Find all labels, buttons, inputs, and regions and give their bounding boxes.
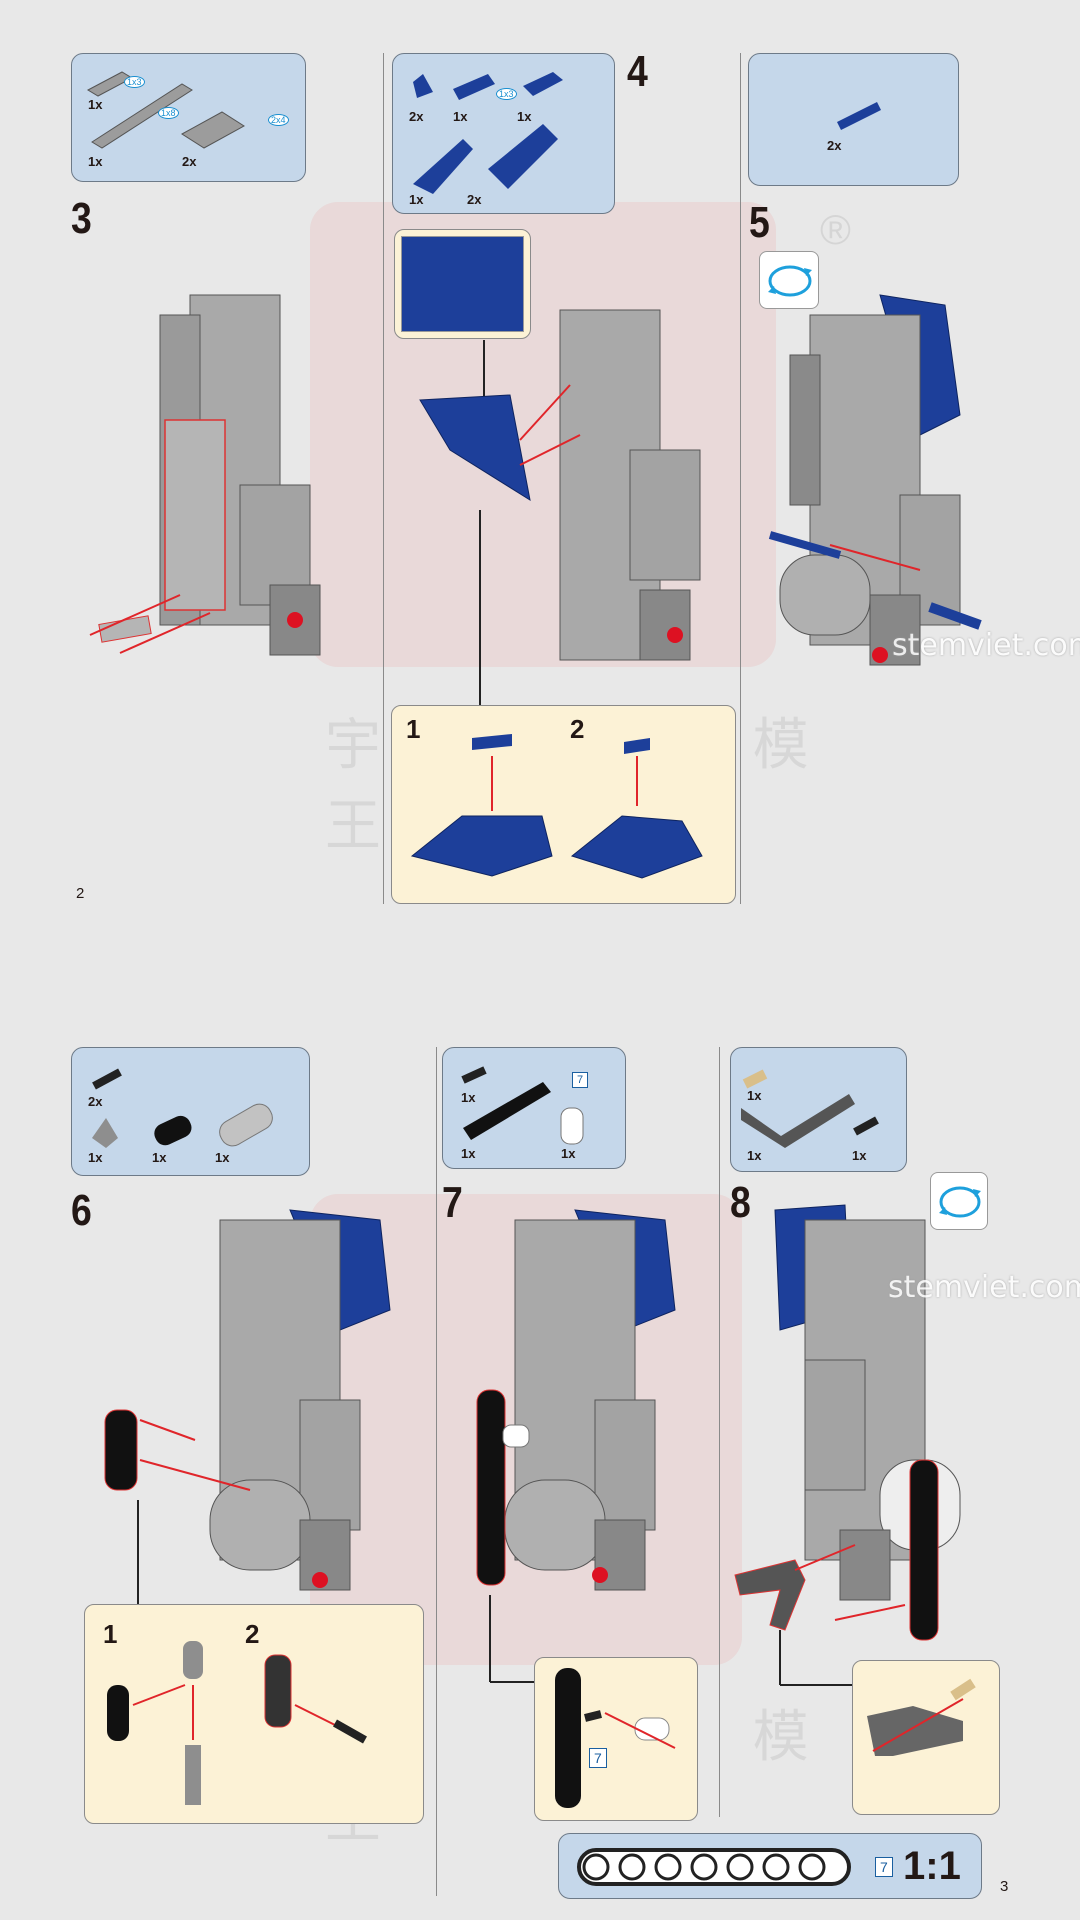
site-watermark: stemviet.com — [888, 1270, 1080, 1305]
technic-parts-icon — [92, 1068, 273, 1148]
page-number: 3 — [1000, 1878, 1009, 1895]
size-label: 1x3 — [124, 76, 145, 88]
quantity: 2x — [88, 1094, 103, 1109]
substep-number: 1 — [406, 714, 421, 744]
step4-substep-callout: 1 2 — [391, 705, 736, 904]
step4-inset — [394, 229, 531, 339]
quantity: 1x — [517, 109, 532, 124]
step-number: 8 — [730, 1178, 751, 1227]
quantity: 1x — [88, 154, 103, 169]
page-number: 2 — [76, 885, 85, 902]
registered-mark: ® — [820, 206, 851, 253]
quantity: 1x — [461, 1090, 476, 1105]
beam-length-label: 7 — [589, 1748, 607, 1768]
technic-beam-7-icon — [577, 1848, 851, 1886]
step3-model — [89, 294, 321, 656]
step-number: 4 — [627, 47, 648, 96]
blue-pin-part-icon — [836, 101, 882, 131]
quantity: 1x — [461, 1146, 476, 1161]
step7-model — [476, 1209, 676, 1683]
beam-length-label: 7 — [572, 1072, 589, 1088]
quantity: 2x — [467, 192, 482, 207]
step8-substep-callout — [852, 1660, 1000, 1815]
beam-length-label: 7 — [875, 1857, 893, 1877]
scale-ratio: 1:1 — [903, 1844, 961, 1888]
rotate-model-icon — [930, 1172, 988, 1230]
quantity: 1x — [852, 1148, 867, 1163]
divider — [436, 1047, 437, 1896]
step7-substep-callout: 7 — [534, 1657, 698, 1821]
quantity: 1x — [453, 109, 468, 124]
step5-parts-box: 2x — [748, 53, 959, 186]
divider — [719, 1047, 720, 1817]
technic-parts-icon — [461, 1066, 584, 1145]
size-label: 1x3 — [496, 88, 517, 100]
step6-model — [104, 1209, 391, 1605]
step6-parts-box: 2x 1x 1x 1x — [71, 1047, 310, 1176]
blue-slope-assembly — [410, 734, 703, 879]
quantity: 1x — [215, 1150, 230, 1165]
divider — [740, 53, 741, 904]
divider — [383, 53, 384, 904]
step8-model — [734, 1204, 961, 1686]
technic-parts-icon — [741, 1069, 879, 1148]
rotate-model-icon — [759, 251, 819, 309]
quantity: 2x — [182, 154, 197, 169]
step-number: 7 — [442, 1178, 463, 1227]
blue-slope-parts-icon — [413, 72, 563, 194]
scale-reference: 7 1:1 — [558, 1833, 982, 1899]
quantity: 2x — [827, 138, 842, 153]
substep-number: 1 — [103, 1619, 118, 1649]
quantity: 1x — [747, 1148, 762, 1163]
quantity: 1x — [409, 192, 424, 207]
step-number: 6 — [71, 1186, 92, 1235]
site-watermark: stemviet.com — [892, 628, 1080, 663]
substep-number: 2 — [570, 714, 585, 744]
step6-substep-callout: 1 2 — [84, 1604, 424, 1824]
step-number: 5 — [749, 198, 770, 247]
technic-subassembly — [107, 1641, 367, 1805]
gray-tile-parts-icon — [86, 71, 245, 149]
step-number: 3 — [71, 194, 92, 243]
quantity: 1x — [88, 1150, 103, 1165]
quantity: 1x — [88, 97, 103, 112]
size-label: 2x4 — [268, 114, 289, 126]
angle-beam-subassembly — [867, 1678, 976, 1756]
quantity: 1x — [561, 1146, 576, 1161]
quantity: 2x — [409, 109, 424, 124]
quantity: 1x — [747, 1088, 762, 1103]
blue-plate-inset — [401, 236, 524, 332]
step5-model — [768, 294, 982, 666]
step3-parts-box: 1x3 1x8 2x4 1x 1x 2x — [71, 53, 306, 182]
beam-subassembly — [555, 1668, 676, 1808]
mould-king-watermark — [310, 202, 776, 667]
quantity: 1x — [152, 1150, 167, 1165]
step4-model — [419, 309, 701, 705]
step4-parts-box: 1x3 2x 1x 1x 1x 2x — [392, 53, 615, 214]
substep-number: 2 — [245, 1619, 260, 1649]
step8-parts-box: 1x 1x 1x — [730, 1047, 907, 1172]
size-label: 1x8 — [158, 107, 179, 119]
step7-parts-box: 7 1x 1x 1x — [442, 1047, 626, 1169]
